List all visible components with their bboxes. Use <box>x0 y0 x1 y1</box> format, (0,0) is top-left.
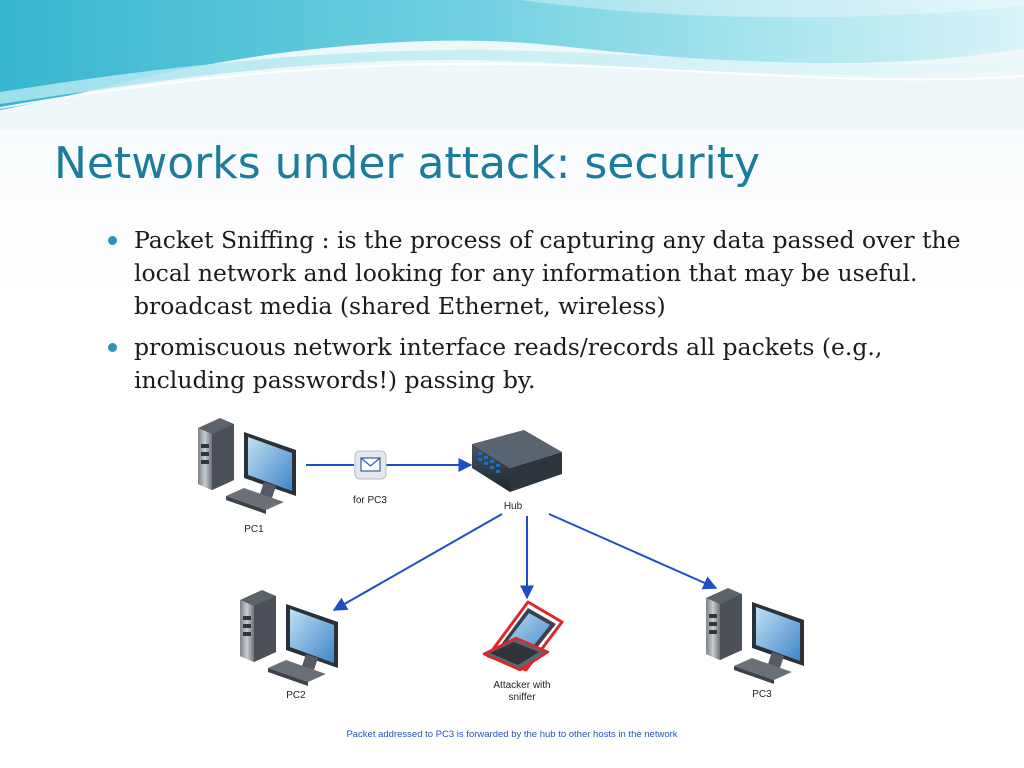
bullet-dot-icon <box>108 343 117 352</box>
pc1-computer-icon <box>198 418 296 514</box>
packet-label: for PC3 <box>353 495 387 506</box>
slide-title: Networks under attack: security <box>54 138 761 189</box>
attacker-laptop-icon <box>482 600 564 672</box>
attacker-label-line2: sniffer <box>508 692 536 703</box>
hub-label: Hub <box>504 501 523 512</box>
bullet-dot-icon <box>108 236 117 245</box>
link-hub-pc3 <box>548 513 718 590</box>
bullet-list: Packet Sniffing : is the process of capt… <box>108 224 988 405</box>
bullet-text: promiscuous network interface reads/reco… <box>134 333 883 394</box>
header-wave-decoration <box>0 0 1024 130</box>
attacker-label-line1: Attacker with <box>493 680 550 691</box>
pc3-label: PC3 <box>752 689 772 700</box>
packet-envelope-icon <box>354 450 387 480</box>
network-diagram: PC1 for PC3 <box>194 408 832 763</box>
pc3-computer-icon <box>706 588 804 684</box>
pc2-computer-icon <box>240 590 338 686</box>
hub-icon <box>472 430 562 492</box>
pc2-label: PC2 <box>286 690 306 701</box>
bullet-text: Packet Sniffing : is the process of capt… <box>134 226 961 320</box>
link-hub-pc2 <box>332 513 503 611</box>
bullet-item: promiscuous network interface reads/reco… <box>108 331 988 397</box>
bullet-item: Packet Sniffing : is the process of capt… <box>108 224 988 323</box>
diagram-caption: Packet addressed to PC3 is forwarded by … <box>346 729 677 740</box>
pc1-label: PC1 <box>244 524 264 535</box>
